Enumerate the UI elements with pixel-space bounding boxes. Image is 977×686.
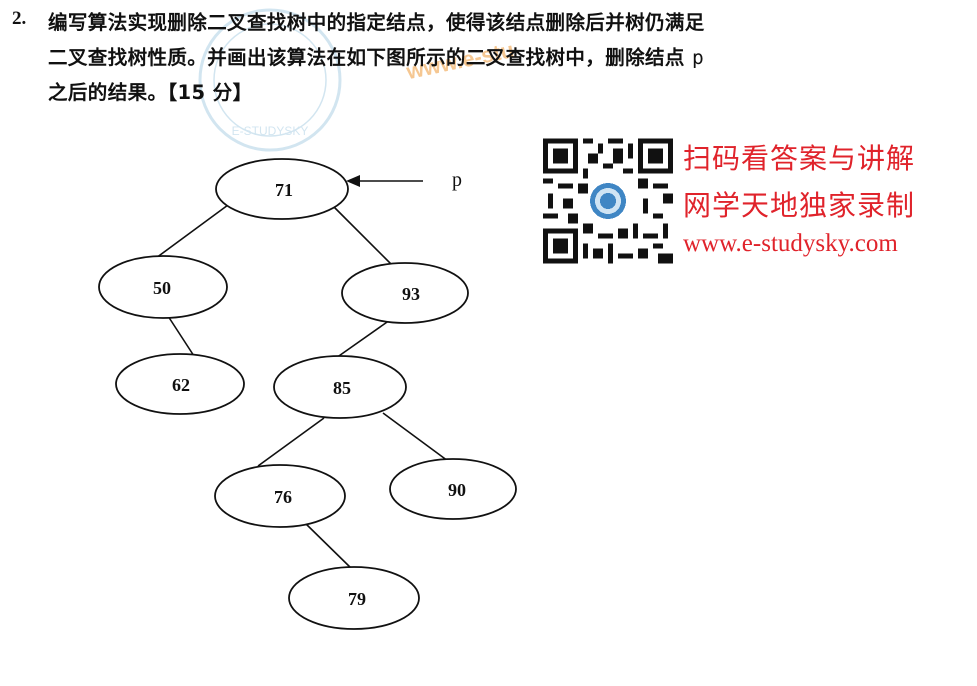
node-62: [115, 353, 245, 415]
edge-71-93: [331, 204, 396, 269]
edge-50-62: [167, 315, 195, 357]
node-50-label: 50: [153, 278, 171, 298]
question-line-2: 二叉查找树性质。并画出该算法在如下图所示的二叉查找树中，删除结点 p: [48, 41, 704, 70]
question-line-1: 编写算法实现删除二叉查找树中的指定结点，使得该结点删除后并树仍满足: [48, 11, 705, 34]
node-50: [98, 255, 228, 319]
qr-code[interactable]: [543, 138, 673, 264]
edge-71-50: [155, 204, 229, 259]
node-62-label: 62: [172, 375, 190, 395]
question-number: 2.: [12, 8, 27, 29]
promo-line-2: 网学天地独家录制: [683, 189, 916, 222]
node-79: [288, 566, 420, 630]
promo-line-1: 扫码看答案与讲解: [683, 142, 916, 175]
edge-85-76: [257, 417, 325, 467]
question-line-3: 之后的结果。【15 分】: [48, 81, 253, 104]
pointer-arrow-head: [346, 175, 360, 187]
edge-76-79: [303, 521, 354, 571]
pointer-label: p: [452, 169, 462, 191]
question-line-2-text: 二叉查找树性质。并画出该算法在如下图所示的二叉查找树中，删除结点: [48, 46, 692, 69]
edge-85-90: [382, 412, 449, 462]
node-93-label: 93: [402, 284, 420, 304]
node-93: [341, 262, 469, 324]
node-90-label: 90: [448, 480, 466, 500]
node-71: [215, 158, 349, 220]
node-90: [389, 458, 517, 520]
node-76-label: 76: [274, 487, 292, 507]
node-71-label: 71: [275, 180, 293, 200]
node-85-label: 85: [333, 378, 351, 398]
promo-url[interactable]: www.e-studysky.com: [683, 230, 898, 257]
question-line-2-var: p: [692, 46, 705, 69]
node-79-label: 79: [348, 589, 366, 609]
node-85: [273, 355, 407, 419]
node-76: [214, 464, 346, 528]
edge-93-85: [335, 319, 391, 359]
